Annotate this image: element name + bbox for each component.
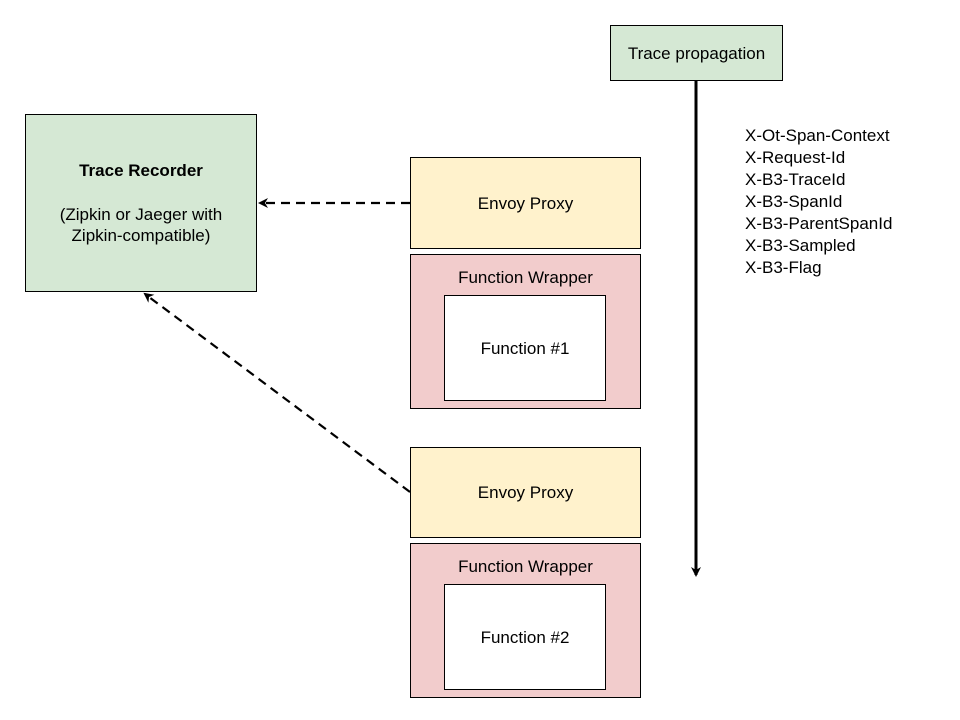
trace-recorder-subtitle-line1: (Zipkin or Jaeger with: [59, 205, 223, 224]
function-wrapper-1-label: Function Wrapper: [458, 268, 593, 287]
trace-recorder-subtitle: (Zipkin or Jaeger with Zipkin-compatible…: [60, 204, 223, 246]
header-item: X-B3-TraceId: [745, 170, 846, 189]
trace-recorder-box: Trace Recorder (Zipkin or Jaeger with Zi…: [25, 114, 257, 292]
function-1-label: Function #1: [480, 338, 570, 358]
envoy-proxy-2-label: Envoy Proxy: [477, 483, 574, 502]
envoy-proxy-1-label: Envoy Proxy: [477, 193, 574, 213]
header-item: X-Request-Id: [745, 148, 846, 167]
header-item: X-B3-ParentSpanId: [745, 214, 893, 233]
function-1-box: Function #1: [444, 295, 606, 401]
function-2-box: Function #2: [444, 584, 606, 690]
trace-recorder-subtitle-line2: Zipkin-compatible): [71, 226, 211, 245]
envoy-proxy-1: Envoy Proxy: [410, 157, 641, 249]
header-item: X-B3-Flag: [745, 258, 822, 277]
trace-recorder-title: Trace Recorder: [79, 161, 203, 180]
report-arrow-proxy-2: [143, 292, 411, 493]
envoy-proxy-2: Envoy Proxy: [410, 447, 641, 538]
trace-propagation-box: Trace propagation: [610, 25, 783, 81]
header-item: X-B3-SpanId: [745, 192, 843, 211]
propagation-header-list: X-Ot-Span-Context X-Request-Id X-B3-Trac…: [745, 125, 892, 279]
trace-propagation-label: Trace propagation: [627, 43, 766, 63]
function-2-label: Function #2: [480, 627, 570, 647]
header-item: X-B3-Sampled: [745, 236, 856, 255]
header-item: X-Ot-Span-Context: [745, 126, 890, 145]
function-wrapper-2-label: Function Wrapper: [458, 557, 593, 576]
